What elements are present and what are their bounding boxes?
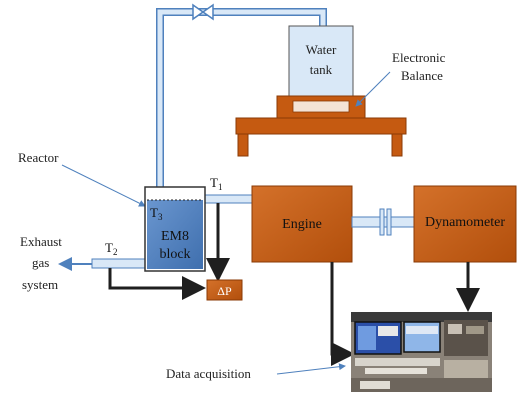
- feed-pipe: [156, 8, 327, 190]
- t3-label: T3: [150, 205, 163, 222]
- pressure-lines: [108, 203, 230, 300]
- data-acquisition-computer: [351, 312, 492, 392]
- engine-box: Engine: [251, 185, 353, 263]
- balance-label-line1: Electronic: [392, 50, 446, 65]
- water-tank-label-line2: tank: [310, 62, 333, 77]
- balance-label-line2: Balance: [401, 68, 443, 83]
- dynamometer-label: Dynamometer: [425, 215, 505, 230]
- dynamometer-box: Dynamometer: [413, 185, 517, 263]
- balance-pointer: [355, 71, 391, 107]
- data-acquisition-pointer: [276, 363, 346, 375]
- shaft-coupling: [351, 208, 415, 236]
- electronic-balance: Electronic Balance: [235, 50, 446, 157]
- signal-lines: [330, 262, 480, 366]
- delta-p-sensor: ΔP: [206, 279, 243, 301]
- data-acquisition-label: Data acquisition: [166, 366, 251, 381]
- reactor-label: Reactor: [18, 150, 59, 165]
- exhaust-label-line2: gas: [32, 255, 49, 270]
- exhaust-label-line3: system: [22, 277, 58, 292]
- exhaust-pipe: [58, 257, 149, 271]
- reactor-pointer: [61, 164, 146, 207]
- em8-label-line1: EM8: [161, 229, 189, 244]
- water-tank: Water tank: [288, 25, 354, 97]
- reactor-em8-block: T3 EM8 block: [144, 186, 206, 272]
- t1-label: T1: [210, 175, 222, 192]
- exhaust-label-line1: Exhaust: [20, 234, 62, 249]
- em8-label-line2: block: [159, 247, 190, 262]
- delta-p-label: ΔP: [217, 284, 232, 298]
- valve-icon: [192, 3, 214, 21]
- water-tank-label-line1: Water: [306, 42, 337, 57]
- t2-label: T2: [105, 240, 117, 257]
- engine-label: Engine: [282, 217, 322, 232]
- outlet-pipe: [204, 194, 254, 204]
